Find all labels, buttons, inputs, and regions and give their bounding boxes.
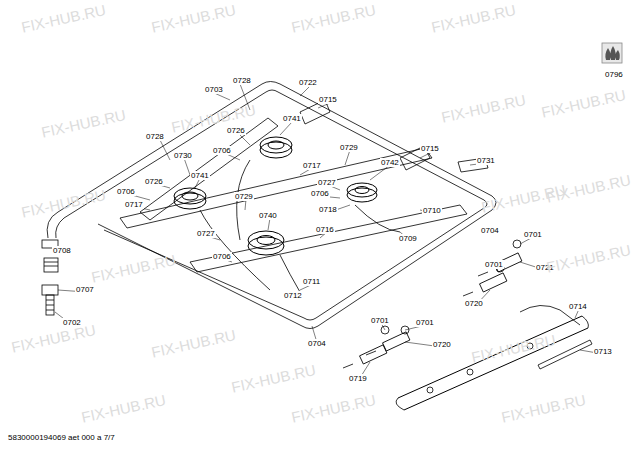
callout-number: 0701	[370, 316, 390, 325]
callout-number: 0713	[593, 347, 613, 356]
callout-number: 0701	[523, 230, 543, 239]
watermark: FIX-HUB.RU	[40, 107, 127, 140]
callout-number: 0704	[480, 226, 500, 235]
callout-number: 0722	[298, 78, 318, 87]
callout-number: 0729	[339, 143, 359, 152]
callout-number: 0718	[318, 205, 338, 214]
callout-number: 0711	[302, 277, 321, 286]
callout-number: 0709	[398, 234, 418, 243]
callout-number: 0727	[317, 178, 337, 187]
callout-number: 0710	[422, 206, 442, 215]
callout-number: 0703	[204, 85, 224, 94]
callout-number: 0728	[232, 76, 252, 85]
callout-number: 0741	[190, 171, 210, 180]
callout-number: 0701	[415, 318, 435, 327]
callout-number: 0726	[144, 177, 164, 186]
callout-number: 0720	[432, 340, 452, 349]
callout-number: 0726	[226, 126, 246, 135]
watermark: FIX-HUB.RU	[430, 2, 517, 35]
callout-number: 0706	[310, 189, 330, 198]
callout-number: 0727	[196, 229, 216, 238]
callout-number: 0701	[484, 260, 504, 269]
watermark: FIX-HUB.RU	[290, 2, 377, 35]
watermark: FIX-HUB.RU	[80, 392, 167, 425]
callout-number: 0742	[380, 158, 400, 167]
callout-number: 0719	[348, 374, 368, 383]
callout-number: 0715	[318, 95, 338, 104]
callout-number: 0717	[124, 200, 144, 209]
callout-number: 0729	[234, 192, 254, 201]
watermark: FIX-HUB.RU	[10, 322, 97, 355]
callout-number: 0730	[173, 151, 193, 160]
callout-number: 0720	[464, 299, 484, 308]
callout-number: 0714	[568, 302, 588, 311]
callout-number: 0740	[258, 211, 278, 220]
watermark: FIX-HUB.RU	[500, 392, 587, 425]
drawing-code: 5830000194069 aet 000 a 7/7	[8, 433, 115, 442]
callout-number: 0706	[212, 146, 232, 155]
watermark: FIX-HUB.RU	[230, 362, 317, 395]
callout-number: 0712	[283, 291, 303, 300]
watermark: FIX-HUB.RU	[480, 182, 567, 215]
callout-number: 0741	[282, 114, 302, 123]
callout-number: 0704	[307, 339, 327, 348]
watermark: FIX-HUB.RU	[545, 242, 632, 275]
watermark: FIX-HUB.RU	[440, 92, 527, 125]
callout-number: 0706	[116, 187, 136, 196]
watermark: FIX-HUB.RU	[150, 327, 237, 360]
callout-number: 0707	[75, 285, 95, 294]
watermark: FIX-HUB.RU	[20, 187, 107, 220]
callout-number: 0731	[476, 156, 496, 165]
callout-number: 0716	[315, 225, 335, 234]
callout-number: 0796	[604, 70, 624, 79]
watermark: FIX-HUB.RU	[20, 2, 107, 35]
watermark: FIX-HUB.RU	[90, 252, 177, 285]
callout-number: 0715	[420, 144, 440, 153]
callout-number: 0706	[212, 252, 232, 261]
callout-number: 0728	[145, 132, 165, 141]
callout-number: 0717	[302, 161, 322, 170]
callout-number: 0708	[52, 246, 72, 255]
watermark: FIX-HUB.RU	[290, 392, 377, 425]
watermark: FIX-HUB.RU	[150, 2, 237, 35]
watermark: FIX-HUB.RU	[540, 87, 627, 120]
